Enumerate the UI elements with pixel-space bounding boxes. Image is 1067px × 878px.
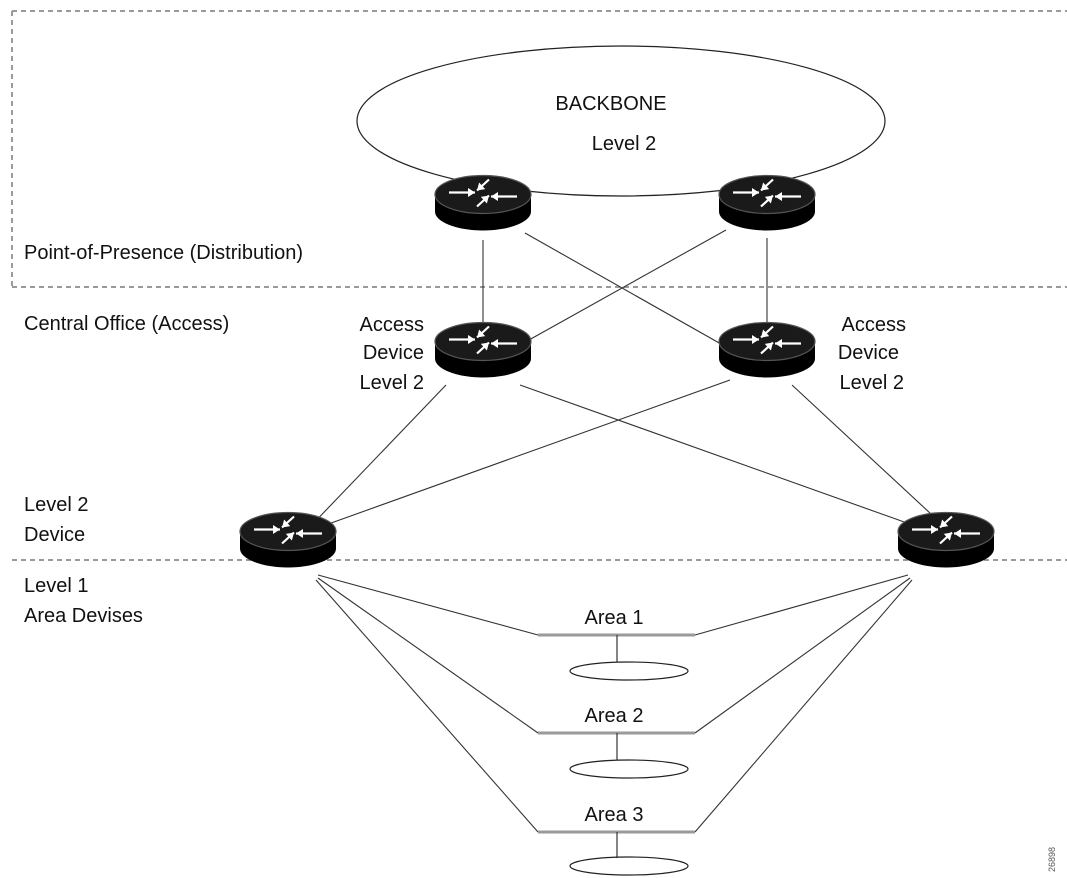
- l2-router-right-arrow-head-2: [954, 529, 961, 538]
- backbone-level: Level 2: [592, 133, 657, 155]
- link-l2-right-to-area2: [694, 577, 911, 734]
- access-router-left-arrow-head-3: [477, 329, 486, 338]
- pop-router-left: [434, 174, 532, 231]
- area-1: Area 1: [538, 607, 695, 681]
- area-1-device: [569, 661, 689, 681]
- link-access-left-to-l2-left: [306, 384, 447, 531]
- backbone-title: BACKBONE: [555, 93, 666, 115]
- l2-router-left-arrow-head-4: [285, 532, 294, 541]
- pop-router-left-arrow-head-1: [468, 188, 475, 197]
- l2-router-right-arrow-head-1: [931, 525, 938, 534]
- access-right-line2: Device: [838, 342, 899, 364]
- access-router-right-arrow-head-3: [761, 329, 770, 338]
- access-device-label-left: Access Device Level 2: [360, 314, 425, 394]
- pop-router-left-arrow-head-4: [480, 195, 489, 204]
- pop-router-left-top: [434, 174, 532, 215]
- link-l2-left-to-area3: [315, 579, 539, 833]
- link-l2-right-to-area1: [694, 574, 909, 636]
- access-left-line3: Level 2: [360, 372, 425, 394]
- access-router-left-arrow-head-1: [468, 335, 475, 344]
- distribution-zone-label: Point-of-Presence (Distribution): [24, 242, 303, 264]
- area-2-device: [569, 759, 689, 779]
- access-router-left-arrow-head-2: [491, 339, 498, 348]
- pop-router-right-arrow-head-1: [752, 188, 759, 197]
- link-access-right-to-l2-right: [791, 384, 946, 528]
- access-router-left: [434, 321, 532, 378]
- l2-router-left: [239, 511, 337, 568]
- link-l2-right-to-area3: [694, 579, 913, 833]
- access-router-left-arrow-head-4: [480, 342, 489, 351]
- l2-router-right-arrow-head-4: [943, 532, 952, 541]
- access-left-line2: Device: [363, 342, 424, 364]
- pop-router-right-arrow-head-2: [775, 192, 782, 201]
- link-pop-right-to-access-left: [519, 229, 727, 346]
- access-router-right-top: [718, 321, 816, 362]
- area-3: Area 3: [538, 804, 695, 876]
- connections: [306, 229, 946, 833]
- pop-router-right-arrow-head-4: [764, 195, 773, 204]
- access-router-right-arrow-head-1: [752, 335, 759, 344]
- backbone-ellipse: [356, 45, 886, 197]
- access-router-right: [718, 321, 816, 378]
- link-access-left-to-l2-right: [519, 384, 936, 534]
- area-1-label: Area 1: [585, 607, 644, 629]
- area-2: Area 2: [538, 705, 695, 779]
- access-device-label-right: Access Device Level 2: [838, 314, 906, 394]
- level2-device-label-line1: Level 2: [24, 494, 89, 516]
- pop-router-right: [718, 174, 816, 231]
- l2-router-right-top: [897, 511, 995, 552]
- figure-id: 26898: [1047, 847, 1057, 872]
- area-3-device: [569, 856, 689, 876]
- access-right-line1: Access: [842, 314, 906, 336]
- link-l2-left-to-area1: [317, 574, 539, 636]
- pop-router-left-arrow-head-2: [491, 192, 498, 201]
- pop-router-right-top: [718, 174, 816, 215]
- link-pop-left-to-access-right: [524, 232, 729, 349]
- access-router-right-arrow-head-4: [764, 342, 773, 351]
- l2-router-left-arrow-head-3: [282, 519, 291, 528]
- l2-router-left-top: [239, 511, 337, 552]
- access-zone-label: Central Office (Access): [24, 313, 229, 335]
- link-l2-left-to-area2: [317, 577, 539, 734]
- access-router-left-top: [434, 321, 532, 362]
- level1-area-label-line1: Level 1: [24, 575, 89, 597]
- area-3-label: Area 3: [585, 804, 644, 826]
- pop-router-left-arrow-head-3: [477, 182, 486, 191]
- access-left-line1: Access: [360, 314, 424, 336]
- l2-router-right: [897, 511, 995, 568]
- l2-router-left-arrow-head-1: [273, 525, 280, 534]
- access-right-line3: Level 2: [840, 372, 905, 394]
- level2-device-label-line2: Device: [24, 524, 85, 546]
- area-2-label: Area 2: [585, 705, 644, 727]
- l2-router-left-arrow-head-2: [296, 529, 303, 538]
- link-access-right-to-l2-left: [319, 379, 731, 528]
- access-router-right-arrow-head-2: [775, 339, 782, 348]
- zone-borders: [11, 10, 1067, 561]
- l2-router-right-arrow-head-3: [940, 519, 949, 528]
- pop-router-right-arrow-head-3: [761, 182, 770, 191]
- level1-area-label-line2: Area Devises: [24, 605, 143, 627]
- backbone: BACKBONE Level 2: [356, 45, 886, 197]
